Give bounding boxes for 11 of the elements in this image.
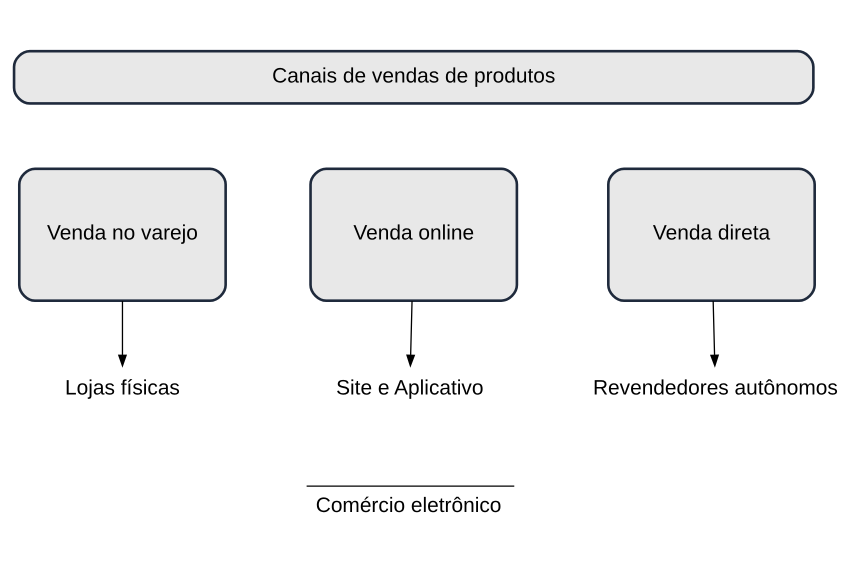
node-box: Venda online <box>309 166 518 302</box>
node-text: Revendedores autônomos <box>592 376 838 399</box>
arrow <box>118 300 128 368</box>
node-box: Canais de vendas de produtos <box>12 49 815 104</box>
node-box: Venda no varejo <box>18 166 227 302</box>
arrow <box>406 300 416 368</box>
node-box: Venda direta <box>607 166 816 302</box>
arrow <box>710 300 720 368</box>
label: Comércio eletrônico <box>316 494 502 517</box>
node-text: Site e Aplicativo <box>336 376 484 399</box>
node-text: Lojas físicas <box>65 376 180 399</box>
